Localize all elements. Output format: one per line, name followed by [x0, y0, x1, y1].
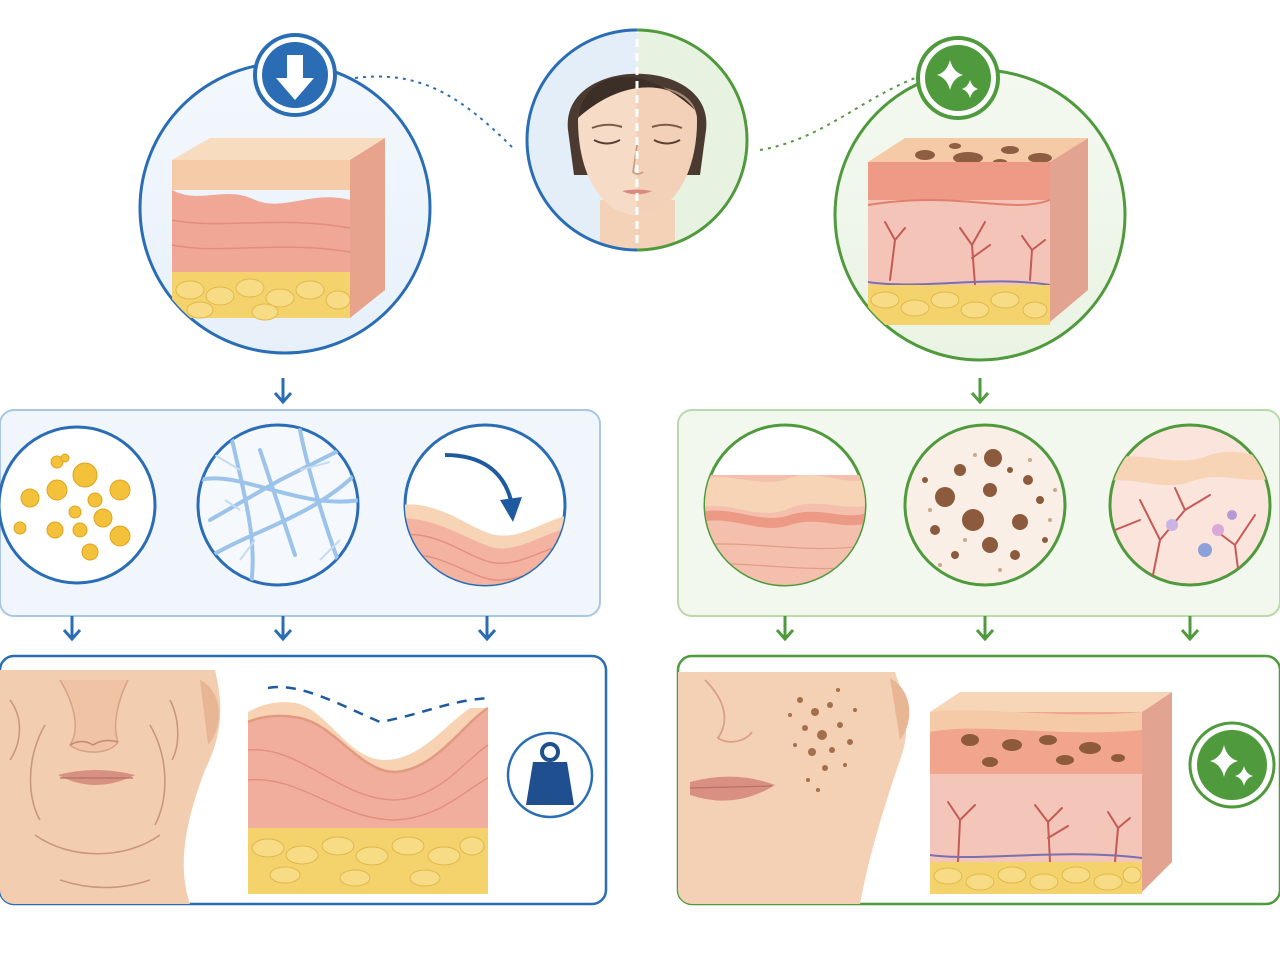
arrow-top-left-down — [273, 378, 293, 405]
arrow-right-2 — [975, 616, 995, 642]
spotted-skin-block — [929, 692, 1172, 894]
down-arrow-icon — [276, 55, 314, 100]
left-outcomes-panel — [0, 654, 608, 906]
weight-icon — [526, 742, 574, 805]
thin-skin-circle — [703, 423, 867, 587]
arrow-top-right-down — [970, 378, 990, 405]
top-right-skin-circle — [833, 36, 1127, 362]
center-face-circle — [525, 28, 749, 252]
right-outcomes-panel — [676, 654, 1280, 906]
top-left-skin-circle — [138, 33, 432, 355]
arrow-right-1 — [775, 616, 795, 642]
blood-vessels-circle — [1108, 423, 1272, 587]
sparkle-icon — [1210, 745, 1253, 786]
spotted-face — [678, 672, 910, 904]
arrow-left-3 — [477, 616, 497, 642]
arrow-left-1 — [62, 616, 82, 642]
fat-droplets-circle — [0, 425, 157, 585]
sparkle-icon — [937, 60, 978, 98]
wrinkled-face — [0, 670, 221, 904]
arrow-right-3 — [1180, 616, 1200, 642]
dark-spots-circle — [903, 423, 1067, 587]
arrow-left-2 — [273, 616, 293, 642]
sagging-skin-block — [247, 702, 489, 894]
